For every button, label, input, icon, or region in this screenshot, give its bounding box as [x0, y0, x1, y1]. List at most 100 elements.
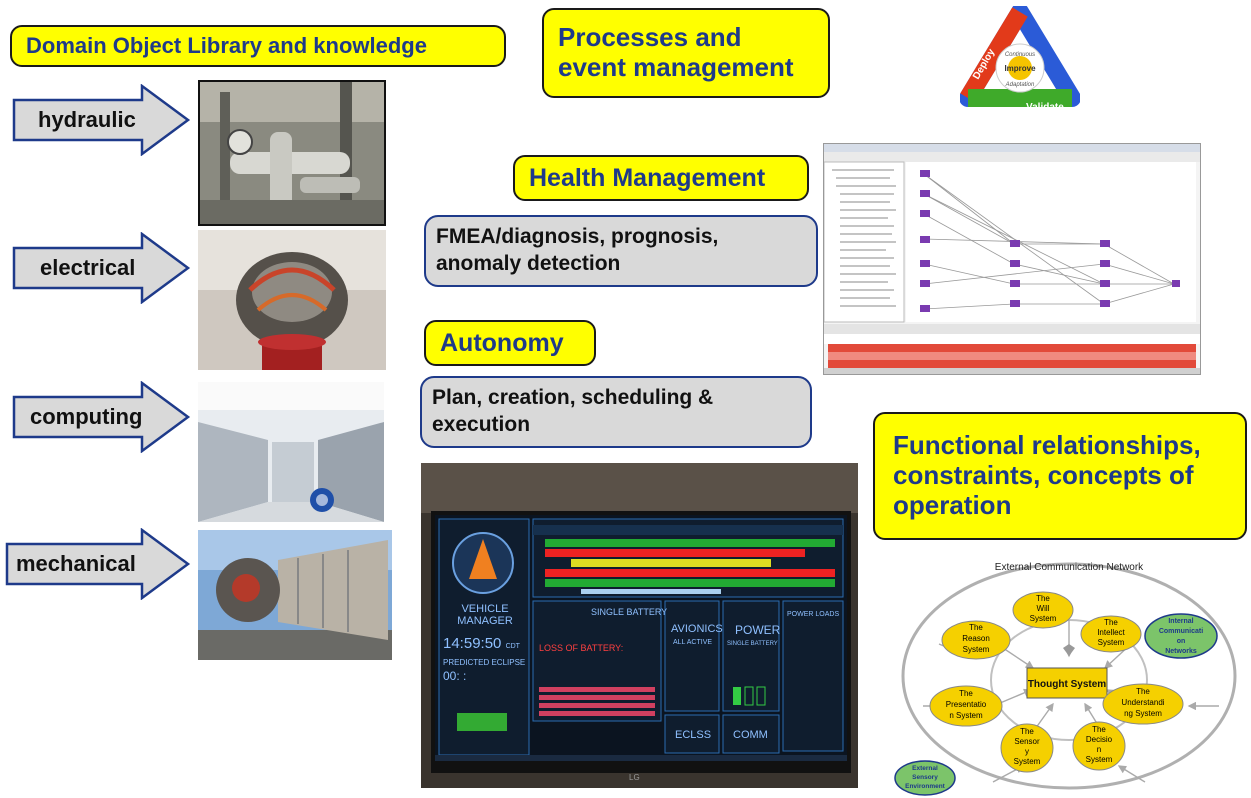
- reason-node: The Reason System: [941, 620, 1011, 660]
- domain-label-electrical: electrical: [40, 255, 136, 280]
- functional-line1: Functional relationships,: [893, 430, 1201, 461]
- health-title-text: Health Management: [529, 163, 766, 192]
- domain-library-title: Domain Object Library and knowledge: [10, 25, 506, 67]
- eclss-label: ECLSS: [675, 729, 712, 741]
- understanding-line2: Understandi: [1121, 698, 1164, 707]
- processes-line2: event management: [558, 52, 794, 82]
- functional-line2: constraints, concepts of: [893, 460, 1194, 491]
- cycle-center: Improve: [1004, 64, 1036, 73]
- internal-line4: Networks: [1165, 648, 1197, 655]
- power-label: POWER: [735, 623, 781, 637]
- autonomy-description: Plan, creation, scheduling & execution: [420, 376, 812, 448]
- health-description: FMEA/diagnosis, prognosis, anomaly detec…: [424, 215, 818, 287]
- processes-title: Processes and event management: [542, 8, 830, 98]
- continuous-adaptation-cycle-icon: Improve Continuous Adaptation Design Dep…: [960, 6, 1080, 113]
- loss-of-battery-label: LOSS OF BATTERY:: [539, 643, 624, 653]
- autonomy-title-text: Autonomy: [440, 328, 564, 357]
- thought-system-node: [1026, 667, 1108, 699]
- understanding-line1: The: [1136, 687, 1150, 696]
- domain-label-mechanical: mechanical: [16, 551, 136, 576]
- external-environment-node: External Sensory Environment: [894, 760, 956, 796]
- cycle-ring-line2: Adaptation: [1005, 82, 1035, 88]
- decision-line4: System: [1086, 755, 1113, 764]
- sensory-line1: The: [1020, 727, 1034, 736]
- mission-clock-value: 14:59:50: [443, 635, 502, 652]
- domain-library-title-text: Domain Object Library and knowledge: [26, 33, 427, 59]
- cycle-right: Validate: [1026, 102, 1064, 113]
- presentation-node: The Presentatio n System: [929, 685, 1003, 727]
- avionics-label: AVIONICS: [671, 623, 723, 635]
- will-node: The Will System: [1012, 591, 1074, 629]
- comm-label: COMM: [733, 729, 768, 741]
- eclipse-value: 00: :: [443, 669, 467, 683]
- health-desc-line1: FMEA/diagnosis, prognosis,: [436, 225, 719, 248]
- reason-line1: The: [969, 623, 983, 632]
- external-network-label: External Communication Network: [995, 562, 1144, 573]
- domain-label-computing: computing: [30, 404, 143, 429]
- intellect-node: The Intellect System: [1080, 615, 1142, 653]
- mission-clock: 14:59:50 CDT: [443, 635, 520, 652]
- external-network-ellipse: [901, 562, 1237, 790]
- external-env-line2: Sensory: [912, 774, 938, 781]
- mission-clock-suffix: CDT: [505, 643, 520, 650]
- domain-label-hydraulic: hydraulic: [38, 107, 136, 132]
- functional-line3: operation: [893, 489, 1012, 520]
- sensory-line3: y: [1025, 747, 1029, 756]
- will-line3: System: [1030, 614, 1057, 623]
- internal-networks-node: Internal Communicati on Networks: [1144, 613, 1218, 659]
- reason-line3: System: [963, 645, 990, 654]
- autonomy-desc-line2: execution: [432, 413, 531, 437]
- monitor-brand: LG: [629, 773, 640, 782]
- power-loads-label: POWER LOADS: [787, 611, 840, 618]
- decision-line2: Decisio: [1086, 735, 1113, 744]
- will-line2: Will: [1037, 604, 1050, 613]
- understanding-node: The Understandi ng System: [1102, 683, 1184, 725]
- internal-line1: Internal: [1168, 618, 1193, 625]
- single-battery-label: SINGLE BATTERY: [591, 607, 668, 617]
- intellect-line3: System: [1098, 638, 1125, 647]
- mechanical-photo: [198, 530, 392, 660]
- health-software-screenshot: [823, 143, 1201, 375]
- all-active-label: ALL ACTIVE: [673, 639, 713, 646]
- reason-line2: Reason: [962, 634, 990, 643]
- arrow-electrical-icon: [12, 232, 191, 304]
- internal-line2: Communicati: [1159, 628, 1203, 635]
- sensory-node: The Sensor y System: [1000, 723, 1054, 773]
- autonomy-desc-line1: Plan, creation, scheduling &: [432, 386, 714, 409]
- vehicle-manager-label: VEHICLE MANAGER: [445, 603, 525, 627]
- vehicle-line2: MANAGER: [457, 615, 513, 628]
- functional-title: Functional relationships, constraints, c…: [873, 412, 1247, 540]
- presentation-line2: Presentatio: [946, 700, 987, 709]
- understanding-line3: ng System: [1124, 709, 1162, 718]
- intellect-line2: Intellect: [1097, 628, 1125, 637]
- sensory-line2: Sensor: [1014, 737, 1040, 746]
- power-sub-label: SINGLE BATTERY: [727, 641, 778, 647]
- arrow-computing-icon: [12, 381, 191, 453]
- vehicle-line1: VEHICLE: [461, 603, 509, 615]
- will-line1: The: [1036, 594, 1050, 603]
- hydraulic-photo: [198, 80, 386, 226]
- external-env-line1: External: [912, 765, 938, 772]
- health-desc-line2: anomaly detection: [436, 252, 621, 276]
- presentation-line1: The: [959, 689, 973, 698]
- arrow-hydraulic-icon: [12, 84, 191, 156]
- cycle-ring-line1: Continuous: [1005, 52, 1035, 58]
- arrow-mechanical-icon: [5, 528, 191, 600]
- presentation-line3: n System: [949, 711, 983, 720]
- decision-line3: n: [1097, 745, 1101, 754]
- health-title: Health Management: [513, 155, 809, 201]
- sensory-line4: System: [1014, 757, 1041, 766]
- external-env-line3: Environment: [905, 783, 946, 790]
- decision-line1: The: [1092, 725, 1106, 734]
- internal-line3: on: [1177, 638, 1186, 645]
- electrical-photo: [198, 230, 386, 370]
- computing-photo: [198, 382, 384, 522]
- thought-system-label: Thought System: [1028, 679, 1106, 690]
- eclipse-label: PREDICTED ECLIPSE: [443, 658, 526, 667]
- intellect-line1: The: [1104, 618, 1118, 627]
- autonomy-title: Autonomy: [424, 320, 596, 366]
- decision-node: The Decisio n System: [1072, 721, 1126, 771]
- mind-system-diagram: External Communication Network Thought S…: [894, 562, 1237, 796]
- processes-line1: Processes and: [558, 22, 742, 53]
- vehicle-manager-monitor-photo: VEHICLE MANAGER 14:59:50 CDT PREDICTED E…: [421, 463, 858, 788]
